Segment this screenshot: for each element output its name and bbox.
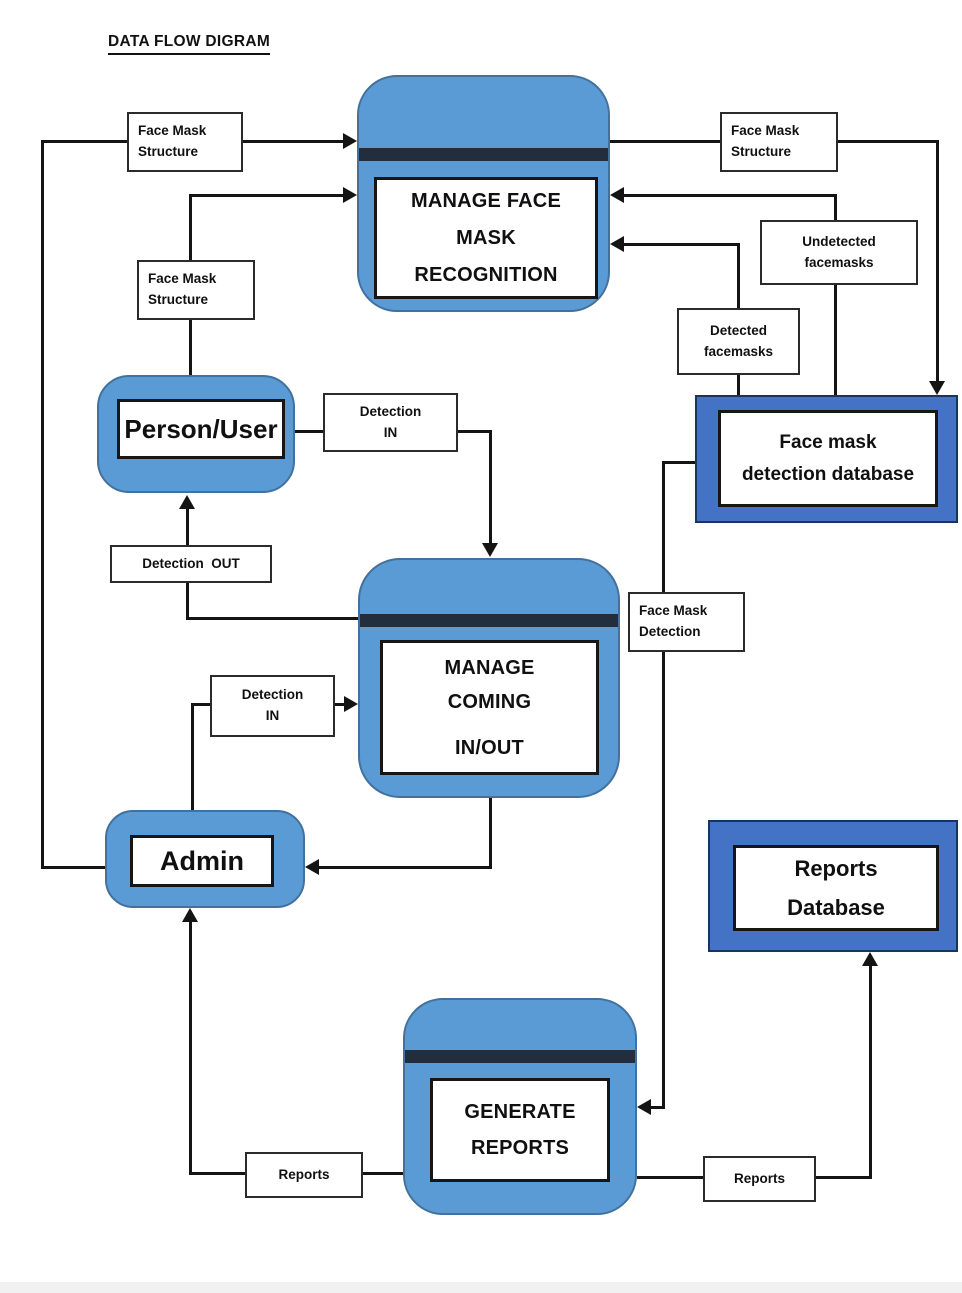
arrowhead-icon bbox=[862, 952, 878, 966]
arrowhead-icon bbox=[929, 381, 945, 395]
datastore-label: Reports Database bbox=[733, 845, 939, 931]
arrowhead-icon bbox=[637, 1099, 651, 1115]
flow-label-face-mask-structure-left: Face Mask Structure bbox=[137, 260, 255, 320]
flow-line bbox=[651, 1106, 665, 1109]
datastore-label: Face mask detection database bbox=[718, 410, 938, 507]
process-label-line: RECOGNITION bbox=[414, 263, 558, 286]
flow-line bbox=[41, 141, 44, 869]
process-manage-coming-in-out: MANAGE COMING IN/OUT bbox=[358, 558, 620, 798]
arrowhead-icon bbox=[610, 236, 624, 252]
process-label: MANAGE FACE MASK RECOGNITION bbox=[374, 177, 598, 299]
flow-line bbox=[869, 966, 872, 1178]
flow-label-reports-to-admin: Reports bbox=[245, 1152, 363, 1198]
page-title: DATA FLOW DIGRAM bbox=[108, 33, 271, 55]
process-label-line: MANAGE FACE bbox=[411, 189, 561, 212]
flow-line bbox=[489, 430, 492, 543]
flow-line bbox=[662, 461, 697, 464]
process-label-line: COMING bbox=[447, 690, 532, 713]
process-label-line: MANAGE bbox=[444, 656, 535, 679]
process-manage-face-mask-recognition: MANAGE FACE MASK RECOGNITION bbox=[357, 75, 610, 312]
datastore-face-mask-detection-database: Face mask detection database bbox=[695, 395, 958, 523]
flow-label-undetected-facemasks: Undetected facemasks bbox=[760, 220, 918, 285]
arrowhead-icon bbox=[182, 908, 198, 922]
process-label-line: GENERATE bbox=[464, 1101, 576, 1123]
arrowhead-icon bbox=[343, 133, 357, 149]
process-stripe bbox=[359, 148, 608, 161]
flow-line bbox=[834, 194, 837, 395]
process-label: MANAGE COMING IN/OUT bbox=[380, 640, 599, 775]
flow-line bbox=[662, 461, 665, 1109]
flow-line bbox=[189, 194, 343, 197]
process-stripe bbox=[360, 614, 618, 627]
flow-label-face-mask-structure-top-left: Face Mask Structure bbox=[127, 112, 243, 172]
flow-line bbox=[319, 866, 492, 869]
flow-label-reports-to-database: Reports bbox=[703, 1156, 816, 1202]
flow-label-face-mask-detection: Face Mask Detection bbox=[628, 592, 745, 652]
flow-line bbox=[936, 140, 939, 381]
flow-line bbox=[189, 922, 192, 1174]
flow-line bbox=[186, 617, 362, 620]
arrowhead-icon bbox=[305, 859, 319, 875]
arrowhead-icon bbox=[482, 543, 498, 557]
flow-label-detected-facemasks: Detected facemasks bbox=[677, 308, 800, 375]
arrowhead-icon bbox=[344, 696, 358, 712]
flow-line bbox=[41, 866, 107, 869]
datastore-reports-database: Reports Database bbox=[708, 820, 958, 952]
arrowhead-icon bbox=[179, 495, 195, 509]
entity-label: Admin bbox=[130, 835, 274, 887]
page-edge bbox=[0, 1282, 962, 1293]
arrowhead-icon bbox=[343, 187, 357, 203]
entity-person-user: Person/User bbox=[97, 375, 295, 493]
flow-label-face-mask-structure-top-right: Face Mask Structure bbox=[720, 112, 838, 172]
flow-label-detection-in-lower: Detection IN bbox=[210, 675, 335, 737]
entity-admin: Admin bbox=[105, 810, 305, 908]
process-generate-reports: GENERATE REPORTS bbox=[403, 998, 637, 1215]
process-stripe bbox=[405, 1050, 635, 1063]
process-label: GENERATE REPORTS bbox=[430, 1078, 610, 1182]
arrowhead-icon bbox=[610, 187, 624, 203]
flow-label-detection-in-upper: Detection IN bbox=[323, 393, 458, 452]
flow-line bbox=[489, 797, 492, 869]
flow-line bbox=[191, 703, 194, 813]
process-label-line: REPORTS bbox=[470, 1137, 570, 1159]
flow-line bbox=[624, 194, 836, 197]
process-label-line: IN/OUT bbox=[455, 736, 524, 759]
flow-label-detection-out: Detection OUT bbox=[110, 545, 272, 583]
flow-line bbox=[624, 243, 739, 246]
entity-label: Person/User bbox=[117, 399, 285, 459]
process-label-line: MASK bbox=[456, 226, 516, 249]
